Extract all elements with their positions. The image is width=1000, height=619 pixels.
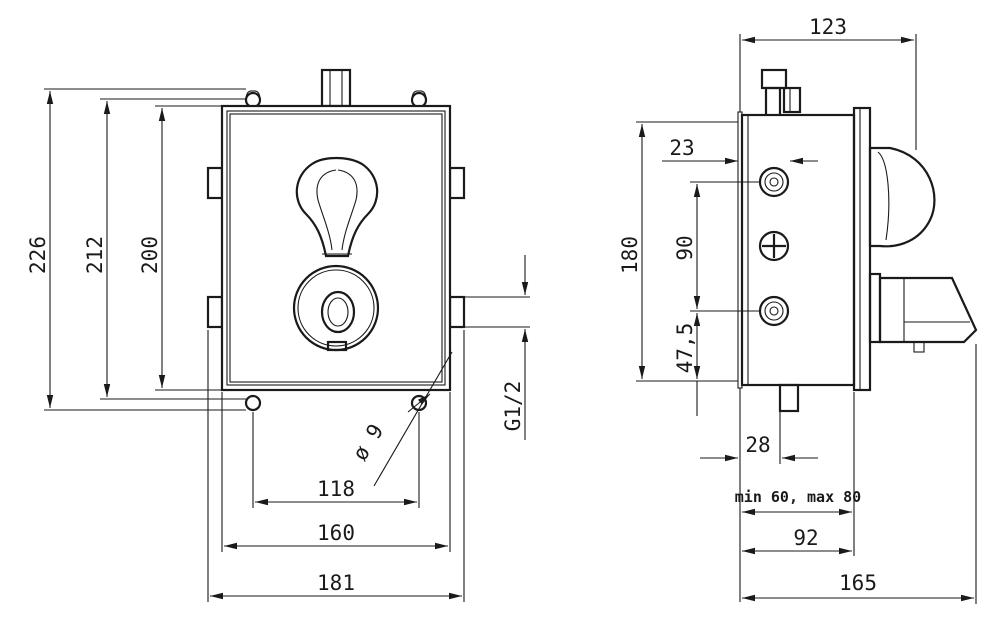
dim-hole-diameter: ø 9	[348, 420, 388, 465]
knob-side-icon	[868, 272, 978, 353]
dim-181: 181	[317, 571, 355, 595]
dim-23: 23	[669, 136, 694, 160]
dim-28: 28	[745, 433, 770, 457]
lever-side-icon	[868, 146, 936, 248]
hole-leader	[373, 351, 453, 487]
dim-226: 226	[26, 236, 50, 274]
side-view	[737, 68, 978, 413]
dim-200: 200	[138, 236, 162, 274]
front-view	[206, 68, 466, 487]
side-view-dimensions: 123 180 23 90 47,5 28 min 60, max 80 92	[618, 15, 977, 604]
front-body	[220, 104, 452, 392]
lever-handle-icon	[295, 156, 379, 258]
bottom-pipe	[778, 383, 800, 413]
dim-install-range: min 60, max 80	[735, 488, 861, 506]
side-flange	[852, 106, 872, 392]
dim-180: 180	[618, 236, 642, 274]
dim-thread: G1/2	[501, 381, 525, 432]
dim-47-5: 47,5	[673, 323, 697, 374]
side-top-connector	[760, 68, 802, 120]
dim-212: 212	[83, 236, 107, 274]
dim-165: 165	[839, 571, 877, 595]
dim-92: 92	[793, 526, 818, 550]
diverter-knob-icon	[292, 264, 380, 352]
dim-123: 123	[809, 15, 847, 39]
top-connector	[320, 68, 352, 108]
cross-plug-icon	[758, 230, 790, 262]
dim-90: 90	[673, 235, 697, 260]
dim-160: 160	[317, 521, 355, 545]
side-body	[740, 113, 856, 387]
dim-118: 118	[317, 477, 355, 501]
